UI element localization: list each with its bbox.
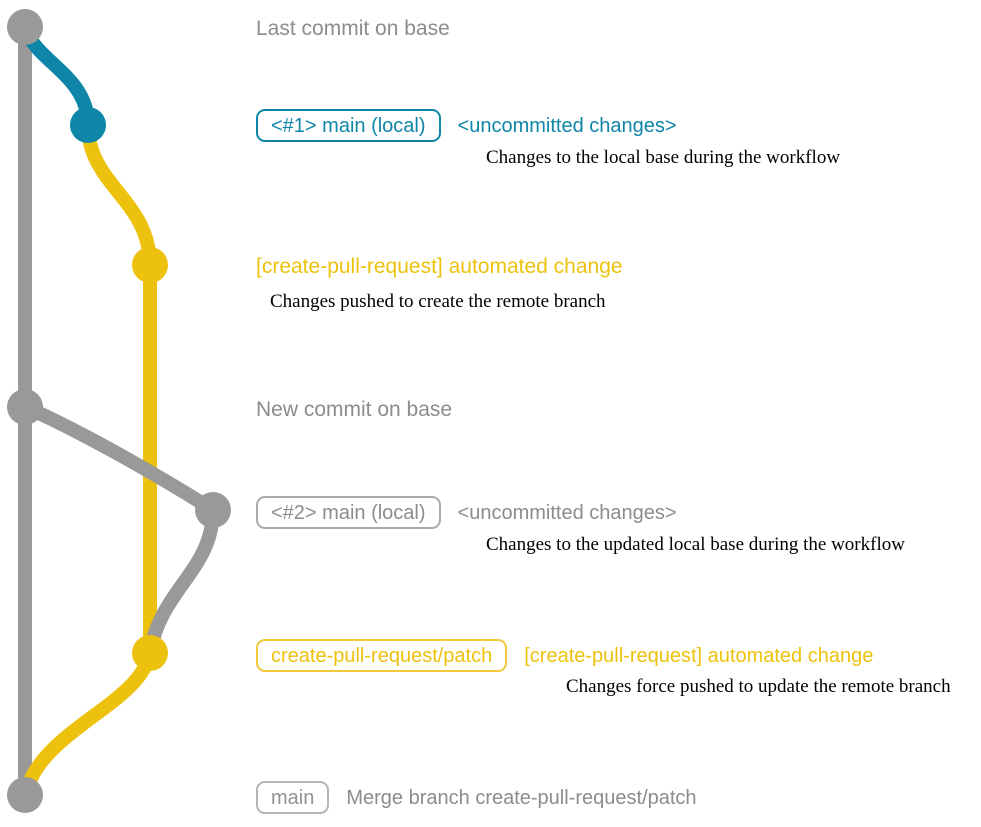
- commit-description-remote-branch-created: Changes pushed to create the remote bran…: [270, 291, 606, 312]
- edge-local2-to-remote-update: [143, 503, 220, 660]
- commit-subject-merge-commit: Merge branch create-pull-request/patch: [346, 786, 697, 809]
- edge-newbase-to-local2: [18, 400, 220, 517]
- commit-description-local-change-2: Changes to the updated local base during…: [486, 534, 905, 555]
- node-remote-create[interactable]: [132, 247, 168, 283]
- commit-row-remote-branch-updated: create-pull-request/patch [create-pull-r…: [256, 639, 873, 672]
- node-base-top[interactable]: [7, 9, 43, 45]
- commit-description-local-change-1: Changes to the local base during the wor…: [486, 147, 841, 168]
- commit-subject-local-change-1: <uncommitted changes>: [457, 114, 677, 137]
- commit-row-local-change-1: <#1> main (local) <uncommitted changes>: [256, 109, 677, 142]
- edge-remote-update-to-merge: [18, 646, 157, 802]
- node-local-1[interactable]: [70, 107, 106, 143]
- commit-headline-new-commit-on-base: New commit on base: [256, 398, 453, 421]
- node-local-2[interactable]: [195, 492, 231, 528]
- node-merge[interactable]: [7, 777, 43, 813]
- edge-local1-to-remote-create: [81, 118, 157, 272]
- node-remote-update[interactable]: [132, 635, 168, 671]
- branch-pill-create-pull-request-patch[interactable]: create-pull-request/patch: [256, 639, 508, 672]
- commit-headline-last-commit-on-base: Last commit on base: [256, 17, 450, 40]
- commit-subject-remote-branch-updated: [create-pull-request] automated change: [524, 644, 874, 667]
- branch-pill-main-local-2[interactable]: <#2> main (local): [256, 496, 441, 529]
- commit-headline-remote-branch-created: [create-pull-request] automated change: [256, 255, 623, 278]
- commit-subject-local-change-2: <uncommitted changes>: [457, 501, 677, 524]
- branch-pill-main[interactable]: main: [256, 781, 330, 814]
- node-base-new[interactable]: [7, 389, 43, 425]
- commit-row-merge-commit: main Merge branch create-pull-request/pa…: [256, 781, 697, 814]
- branch-pill-main-local-1[interactable]: <#1> main (local): [256, 109, 441, 142]
- commit-row-local-change-2: <#2> main (local) <uncommitted changes>: [256, 496, 677, 529]
- commit-description-remote-branch-updated: Changes force pushed to update the remot…: [566, 676, 951, 697]
